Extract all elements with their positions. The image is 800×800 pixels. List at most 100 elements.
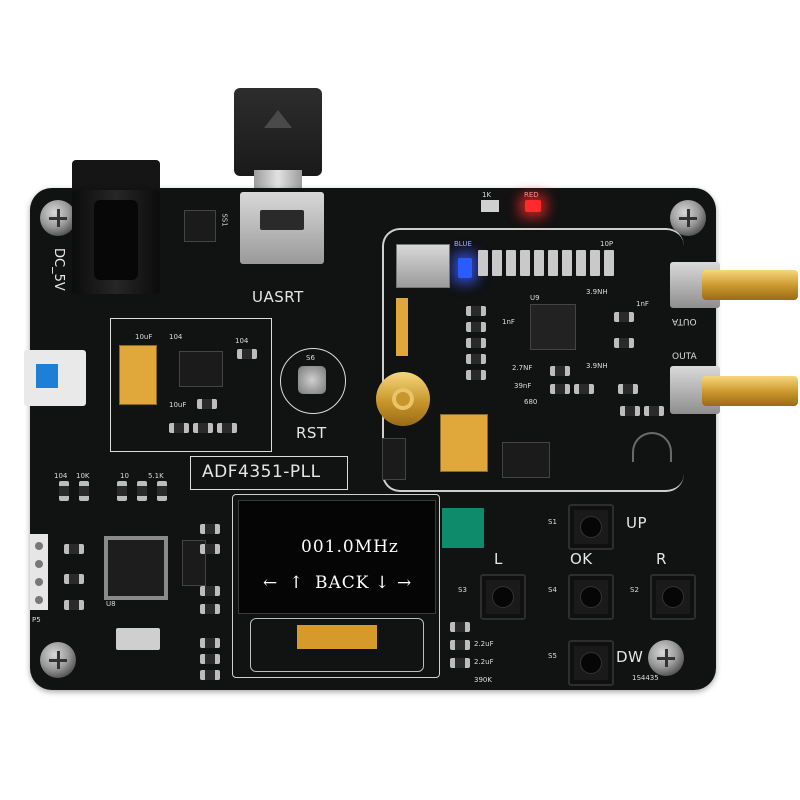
model-label-box (190, 456, 348, 490)
oled-module (232, 494, 440, 678)
reset-switch-ref: S6 (306, 354, 315, 362)
down-button-ref: S5 (548, 652, 557, 660)
oled-screen: 001.0MHz ← ↑ BACK ↓ → (238, 500, 436, 614)
ok-button[interactable] (568, 574, 614, 620)
rf-smd (550, 366, 570, 376)
smd-part (197, 399, 217, 409)
smd-part (450, 640, 470, 650)
right-button-label: R (656, 550, 667, 568)
down-button-cap[interactable] (581, 653, 601, 673)
regulator-block: 10uF 104 104 10uF (110, 318, 272, 452)
oled-left-arrow: ← (263, 573, 279, 593)
silk-cap-1nf-b: 1nF (636, 300, 649, 308)
dc-jack-pin (94, 200, 138, 280)
silk-10k: 10K (76, 472, 90, 480)
reset-button-ring (280, 348, 346, 414)
reset-button[interactable] (298, 366, 326, 394)
resistor-row-label: 10P (600, 240, 614, 248)
silk-51k: 5.1K (148, 472, 164, 480)
silk-104: 104 (54, 472, 68, 480)
rf-section-outline (382, 228, 684, 492)
silk-10: 10 (120, 472, 129, 480)
header-pins[interactable] (30, 534, 48, 610)
silk-res-390k: 390K (474, 676, 492, 684)
power-label: DC_5V (51, 248, 66, 291)
right-button-cap[interactable] (663, 587, 683, 607)
header-pin (35, 560, 43, 568)
rf-smd (550, 384, 570, 394)
smd-part (450, 622, 470, 632)
smd-part (200, 654, 220, 664)
left-button-ref: S3 (458, 586, 467, 594)
header-ref-label: P5 (32, 616, 41, 624)
switch-chip-ss1 (184, 210, 216, 242)
smd-part (200, 544, 220, 554)
pll-chip-u9 (530, 304, 576, 350)
inductor-orange (396, 298, 408, 356)
rf-smd (466, 370, 486, 380)
crystal-oscillator (396, 244, 450, 288)
silk-res-680: 680 (524, 398, 538, 406)
header-pin (35, 542, 43, 550)
rf-ic-8pin (502, 442, 550, 478)
smd-part (79, 481, 89, 501)
header-pin (35, 596, 43, 604)
smd-part (450, 658, 470, 668)
cap-label-104b: 104 (235, 337, 249, 345)
led-blue (458, 258, 472, 278)
smd-part (64, 544, 84, 554)
cap-label-10uf: 10uF (135, 333, 153, 341)
oled-down-arrow: ↓ (375, 573, 391, 593)
rf-smd (614, 338, 634, 348)
oled-up-arrow: ↑ (289, 573, 305, 593)
up-button[interactable] (568, 504, 614, 550)
silk-cap-22uf: 2.2uF (474, 640, 494, 648)
smd-part (137, 481, 147, 501)
ok-button-cap[interactable] (581, 587, 601, 607)
usb-port-opening (260, 210, 304, 230)
rf-smd (620, 406, 640, 416)
up-button-label: UP (626, 514, 648, 532)
sma-output-bottom[interactable] (702, 376, 798, 406)
mcu-ref-label: U8 (106, 600, 116, 608)
slide-switch-knob[interactable] (36, 364, 58, 388)
smd-part (217, 423, 237, 433)
sma-output-top[interactable] (702, 270, 798, 300)
silk-cap-22uf-b: 2.2uF (474, 658, 494, 666)
down-button[interactable] (568, 640, 614, 686)
rf-smd (574, 384, 594, 394)
ok-button-ref: S4 (548, 586, 557, 594)
right-button[interactable] (650, 574, 696, 620)
smd-part (200, 524, 220, 534)
oled-frequency: 001.0MHz (301, 537, 399, 557)
down-button-label: DW (616, 648, 644, 666)
rf-tantalum-capacitor (440, 414, 488, 472)
silk-cap-1nf: 1nF (502, 318, 515, 326)
silk-inductor-b: 3.9NH (586, 362, 608, 370)
mini-usb-connector (240, 192, 324, 264)
cable-arrow-icon (264, 110, 292, 128)
right-button-ref: S2 (630, 586, 639, 594)
led-red (525, 200, 541, 212)
smd-part (117, 481, 127, 501)
rf-smd (644, 406, 664, 416)
oled-flex-cable (250, 618, 424, 672)
left-button-cap[interactable] (493, 587, 513, 607)
up-button-cap[interactable] (581, 517, 601, 537)
mount-screw-bottom-left (40, 642, 76, 678)
aux-chip (182, 540, 206, 586)
rf-smd (466, 322, 486, 332)
rf-out-label-b: OUTA (672, 352, 697, 362)
smd-part (64, 600, 84, 610)
up-button-ref: S1 (548, 518, 557, 526)
mount-screw-top-left (40, 200, 76, 236)
smd-part (169, 423, 189, 433)
reset-label: RST (296, 424, 327, 442)
cap-label-10uf-b: 10uF (169, 401, 187, 409)
slide-switch[interactable] (24, 350, 86, 406)
rf-smd (618, 384, 638, 394)
rf-smd (466, 354, 486, 364)
left-button[interactable] (480, 574, 526, 620)
resistor-row (478, 250, 628, 276)
silk-cap-27nf: 2.7NF (512, 364, 533, 372)
